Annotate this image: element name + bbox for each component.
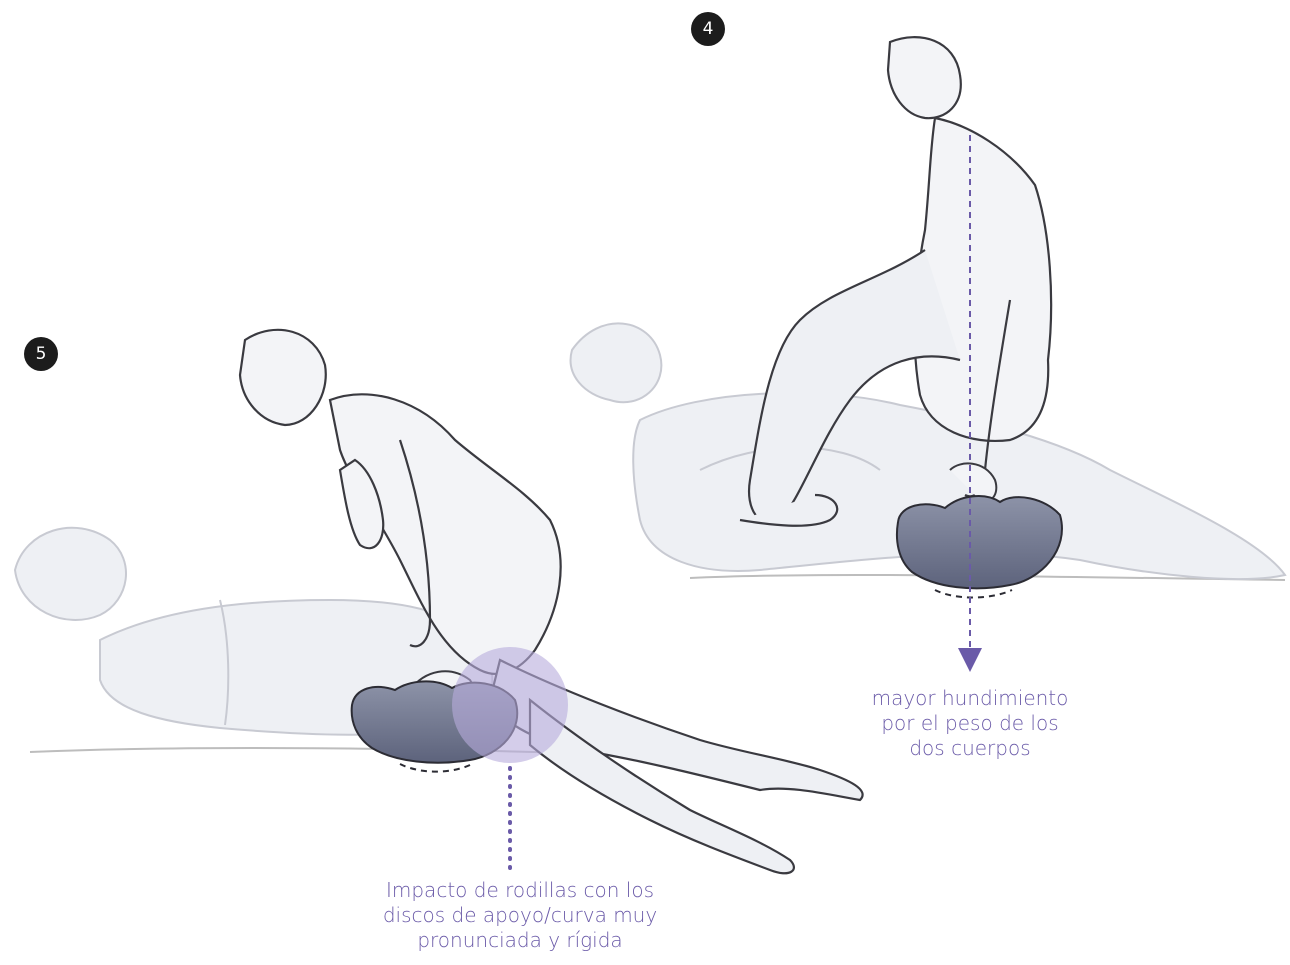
- figure-4-drawing: [571, 37, 1285, 597]
- knee-impact-highlight: [452, 647, 568, 763]
- knee-impact-caption-line-1: Impacto de rodillas con los: [330, 878, 710, 903]
- sinking-caption-line-1: mayor hundimiento: [820, 686, 1120, 711]
- figure-5-badge: 5: [24, 337, 58, 371]
- knee-impact-caption-line-3: pronunciada y rígida: [330, 928, 710, 953]
- sinking-caption-line-2: por el peso de los: [820, 711, 1120, 736]
- knee-impact-caption: Impacto de rodillas con los discos de ap…: [330, 878, 710, 953]
- sinking-caption-line-3: dos cuerpos: [820, 736, 1120, 761]
- sinking-caption: mayor hundimiento por el peso de los dos…: [820, 686, 1120, 761]
- knee-impact-caption-line-2: discos de apoyo/curva muy: [330, 903, 710, 928]
- figure-4-badge: 4: [691, 12, 725, 46]
